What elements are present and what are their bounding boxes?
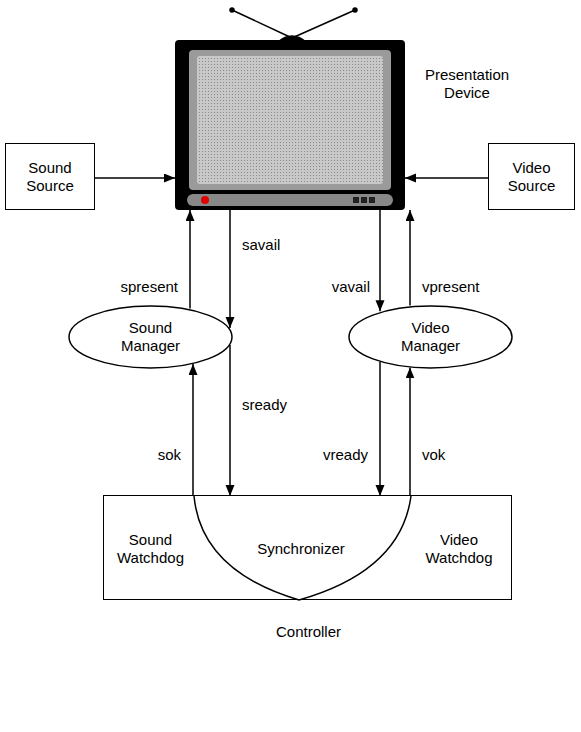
signal-arrow — [189, 210, 191, 308]
signal-arrow — [229, 210, 231, 328]
signal-name: vavail — [330, 278, 372, 296]
node-label: Video Source — [502, 159, 562, 195]
signal-arrow — [95, 177, 175, 179]
signal-arrow — [379, 210, 381, 311]
node-label: Sound Watchdog — [112, 531, 190, 567]
source-box: Video Source — [488, 143, 575, 210]
signal-arrow — [405, 177, 488, 179]
signal-arrow — [379, 362, 381, 496]
signal-arrow — [409, 367, 411, 496]
node-label: Synchronizer — [241, 540, 361, 558]
antenna — [230, 8, 357, 42]
signal-name: spresent — [118, 278, 180, 296]
node-label: Video Watchdog — [420, 531, 498, 567]
signal-name: savail — [240, 236, 282, 254]
signal-name: vok — [420, 446, 447, 464]
presentation-device: Presentation Device — [175, 40, 405, 210]
synchronizer-region: Synchronizer — [211, 496, 391, 601]
signal-name: sready — [240, 396, 289, 414]
node-label: Presentation Device — [417, 66, 517, 102]
controller-box: ControllerSound WatchdogSynchronizerVide… — [103, 495, 512, 600]
signal-arrow — [409, 210, 411, 306]
signal-arrow — [229, 345, 231, 496]
signal-arrow — [192, 364, 194, 496]
source-box: Sound Source — [5, 143, 95, 210]
node-label: Video Manager — [395, 319, 467, 355]
node-label: Sound Manager — [115, 319, 187, 355]
manager-ellipse: Video Manager — [348, 305, 513, 369]
watchdog-region: Video Watchdog — [391, 496, 513, 601]
tv-illustration — [175, 40, 405, 210]
signal-name: vready — [321, 446, 370, 464]
manager-ellipse: Sound Manager — [68, 305, 233, 369]
signal-name: sok — [156, 446, 183, 464]
signal-name: vpresent — [420, 278, 482, 296]
watchdog-region: Sound Watchdog — [104, 496, 211, 601]
node-label: Controller — [249, 623, 369, 641]
node-label: Sound Source — [20, 159, 80, 195]
